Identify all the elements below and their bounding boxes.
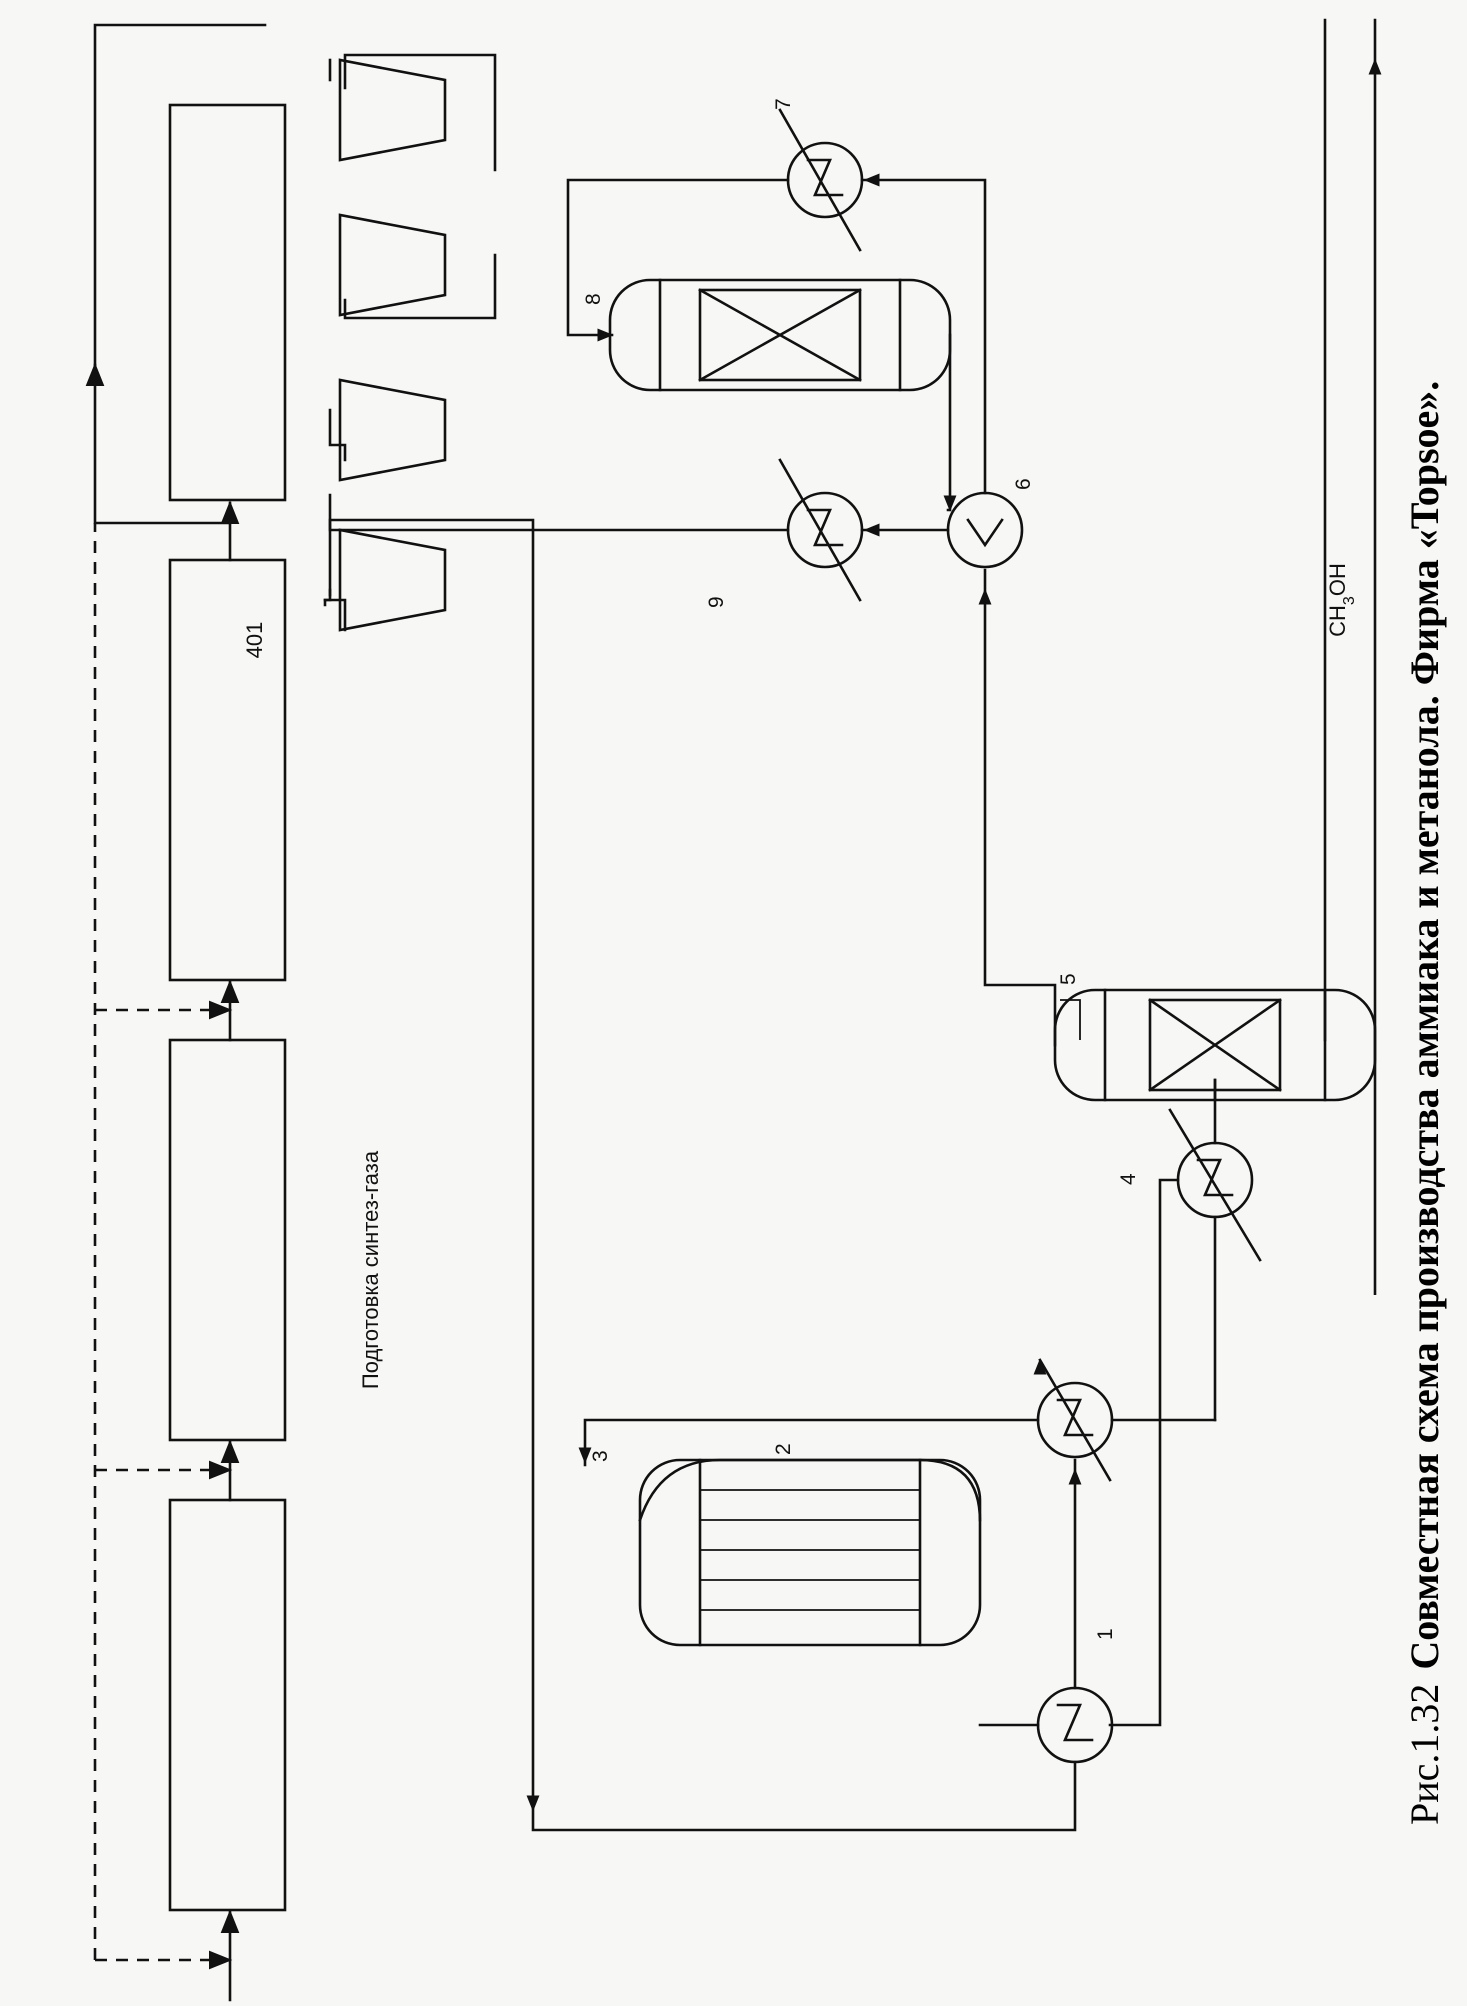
reactor-3 bbox=[638, 1458, 982, 1647]
label-2: 2 bbox=[772, 1443, 795, 1455]
heat-exchanger-1 bbox=[1036, 1686, 1114, 1764]
reactor5-to-hx6 bbox=[983, 568, 1057, 1047]
inter-stage-5 bbox=[328, 408, 347, 462]
label-4: 4 bbox=[1117, 1173, 1140, 1185]
prep-unit-2 bbox=[168, 1038, 287, 1442]
figure-caption: Рис.1.32Совместная схема производства ам… bbox=[1402, 381, 1447, 1825]
inter-stage-2 bbox=[343, 253, 497, 320]
label-9: 9 bbox=[705, 596, 728, 608]
reactor-5-section bbox=[978, 18, 1382, 1295]
stage-label: 401 bbox=[242, 622, 267, 659]
prep-unit-4 bbox=[168, 103, 287, 502]
recycle-line bbox=[328, 518, 1077, 1832]
equipment-numbers: 1 2 3 4 5 6 7 8 9 bbox=[582, 98, 1140, 1640]
heat-exchanger-7 bbox=[786, 141, 864, 219]
prep-unit-1 bbox=[168, 1498, 287, 1912]
compressor-2 bbox=[338, 213, 447, 317]
reactor-8-section bbox=[328, 108, 1024, 602]
product-label: CH3OH bbox=[1325, 563, 1358, 637]
inter-stage-4 bbox=[323, 598, 347, 632]
compressor-3 bbox=[338, 378, 447, 482]
hx6-to-hx7 bbox=[860, 178, 987, 495]
prep-label: Подготовка синтез-газа bbox=[358, 1150, 383, 1389]
hx7-to-reactor8 bbox=[566, 178, 790, 337]
label-7: 7 bbox=[772, 98, 795, 110]
compressor-train: 401 bbox=[242, 53, 497, 659]
syngas-preparation-units: Подготовка синтез-газа bbox=[85, 23, 383, 2002]
hx1-to-hx4 bbox=[1108, 1178, 1180, 1727]
methanol-reactor-section bbox=[578, 1078, 1262, 1764]
label-8: 8 bbox=[582, 293, 605, 305]
prep-unit-3 bbox=[168, 558, 287, 982]
hx9-to-compressor bbox=[328, 493, 790, 532]
heat-exchanger-6 bbox=[946, 491, 1024, 569]
label-5: 5 bbox=[1057, 973, 1080, 985]
label-3: 3 bbox=[589, 1450, 612, 1462]
hx2-to-reactor3 bbox=[583, 1418, 1040, 1467]
heat-exchanger-4 bbox=[1176, 1141, 1254, 1219]
inter-stage-1 bbox=[343, 53, 497, 172]
compressor-4 bbox=[338, 528, 447, 632]
label-1: 1 bbox=[1094, 1628, 1117, 1640]
label-6: 6 bbox=[1012, 478, 1035, 490]
heat-exchanger-9 bbox=[786, 491, 864, 569]
compressor-1 bbox=[338, 58, 447, 162]
